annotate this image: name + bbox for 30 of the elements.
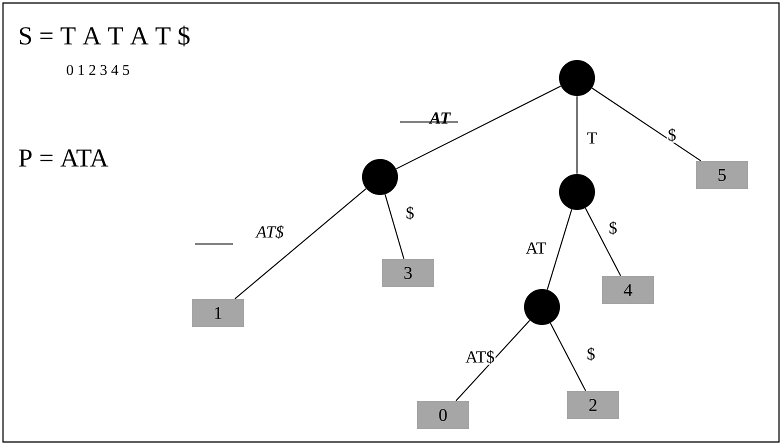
tree-node-circle: [559, 60, 595, 96]
leaf-box: 0: [417, 401, 469, 429]
tree-edge: [576, 96, 578, 174]
edge-label: T: [586, 131, 598, 145]
edge-label: $: [608, 220, 618, 236]
tree-node-circle: [524, 289, 560, 325]
leaf-box: 2: [567, 391, 619, 419]
edge-label: $: [666, 127, 678, 143]
tree-edge: [550, 322, 586, 392]
edge-label: $: [404, 205, 416, 221]
tree-edge: [584, 208, 622, 276]
tree-edge: [592, 88, 702, 162]
text-label: S = T A T A T $: [20, 26, 190, 46]
leaf-box: 1: [192, 299, 244, 327]
tree-edge: [234, 188, 366, 300]
tree-node-circle: [559, 174, 595, 210]
text-label: P = ATA: [18, 149, 108, 167]
edge-label: AT$: [255, 224, 285, 240]
leaf-box: 5: [696, 161, 748, 189]
tree-edge: [384, 194, 404, 259]
tree-edge: [456, 320, 530, 402]
edge-label: AT$: [464, 349, 496, 365]
leaf-box: 3: [382, 259, 434, 287]
tree-node-circle: [362, 159, 398, 195]
text-label: 0 1 2 3 4 5: [66, 64, 130, 76]
edge-label: AT: [524, 241, 548, 255]
edge-label: $: [586, 346, 596, 362]
tree-edge: [396, 86, 561, 170]
tree-edge: [546, 209, 572, 290]
leaf-box: 4: [602, 276, 654, 304]
